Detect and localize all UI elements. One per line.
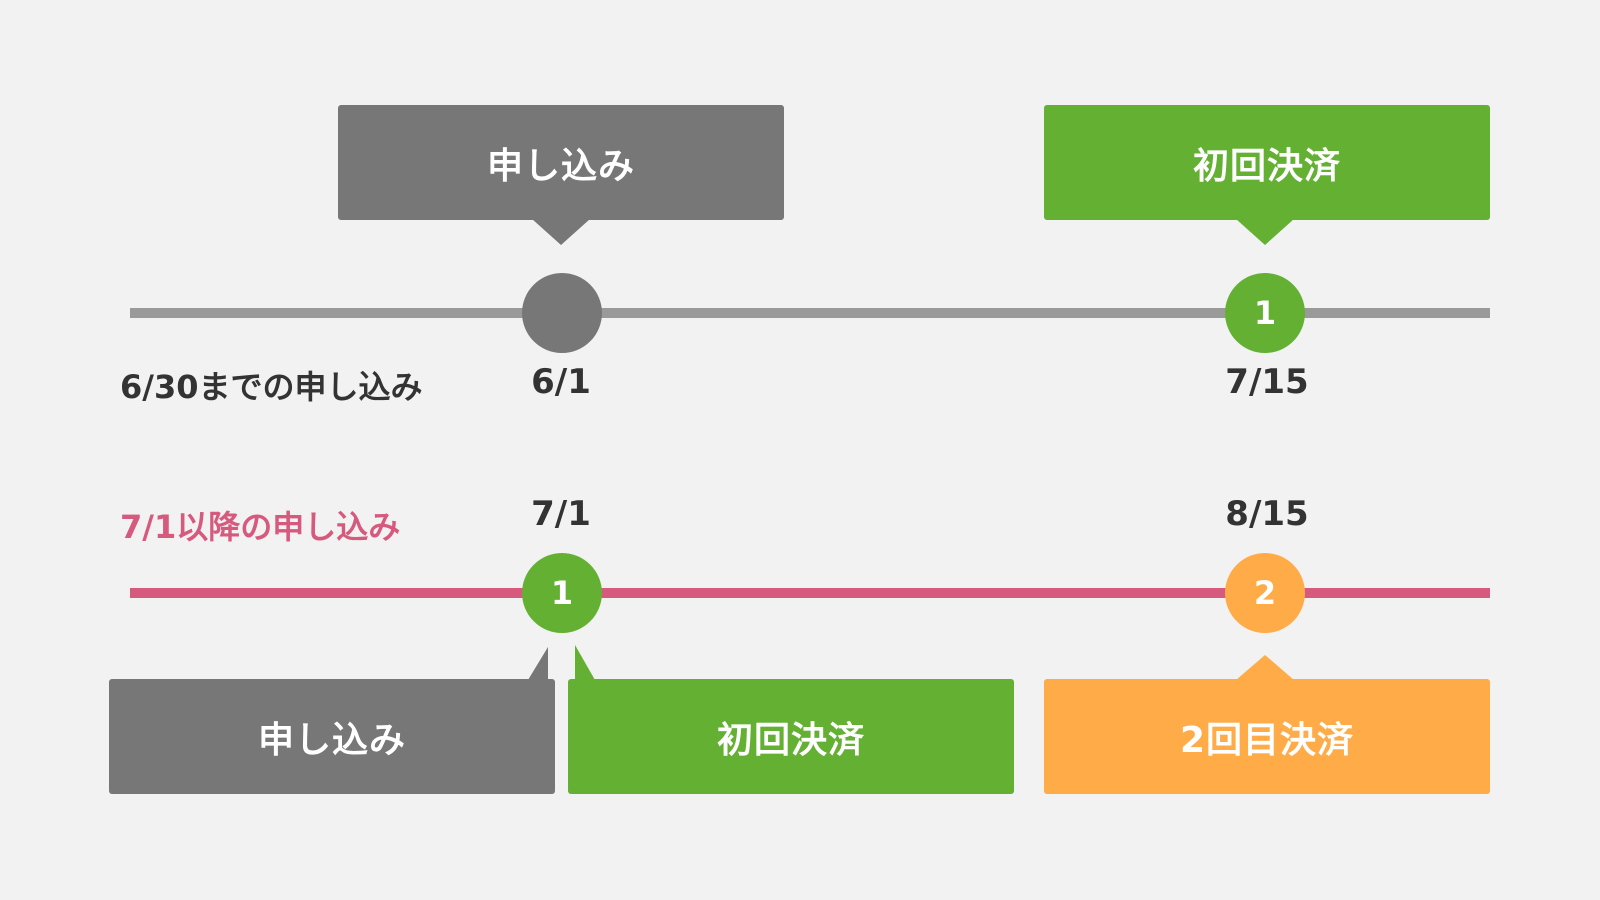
row2-first-date: 7/1 bbox=[531, 494, 591, 534]
row1-first-payment-node-number: 1 bbox=[1253, 294, 1277, 332]
row2-second-node-number: 2 bbox=[1253, 574, 1277, 612]
row1-apply-date: 6/1 bbox=[531, 362, 591, 402]
row1-apply-callout-label: 申し込み bbox=[486, 145, 635, 187]
row1-apply-node bbox=[522, 273, 602, 353]
row1-apply-pointer bbox=[532, 219, 590, 245]
row2-first-payment-pointer bbox=[575, 645, 595, 680]
row1-first-payment-callout: 初回決済 bbox=[1044, 105, 1490, 220]
row1-timeline-line bbox=[130, 308, 1490, 318]
row2-first-payment-callout: 初回決済 bbox=[568, 679, 1014, 794]
row2-second-payment-callout: 2回目決済 bbox=[1044, 679, 1490, 794]
row2-second-date: 8/15 bbox=[1225, 494, 1309, 534]
row1-first-payment-date: 7/15 bbox=[1225, 362, 1309, 402]
row2-label: 7/1以降の申し込み bbox=[120, 508, 401, 546]
row1-first-payment-callout-label: 初回決済 bbox=[1192, 145, 1341, 187]
row2-second-node: 2 bbox=[1225, 553, 1305, 633]
row2-first-payment-callout-label: 初回決済 bbox=[716, 719, 865, 761]
row2-apply-callout: 申し込み bbox=[109, 679, 555, 794]
row1-first-payment-node: 1 bbox=[1225, 273, 1305, 353]
row2-apply-pointer bbox=[528, 647, 548, 680]
row2-first-node-number: 1 bbox=[550, 574, 574, 612]
row1-label: 6/30までの申し込み bbox=[120, 368, 423, 406]
row1-apply-callout: 申し込み bbox=[338, 105, 784, 220]
row2-second-payment-callout-label: 2回目決済 bbox=[1179, 719, 1355, 761]
row2-second-payment-pointer bbox=[1236, 655, 1294, 680]
row2-timeline-line bbox=[130, 588, 1490, 598]
row1-first-payment-pointer bbox=[1236, 219, 1294, 245]
row2-first-node: 1 bbox=[522, 553, 602, 633]
row2-apply-callout-label: 申し込み bbox=[257, 719, 406, 761]
